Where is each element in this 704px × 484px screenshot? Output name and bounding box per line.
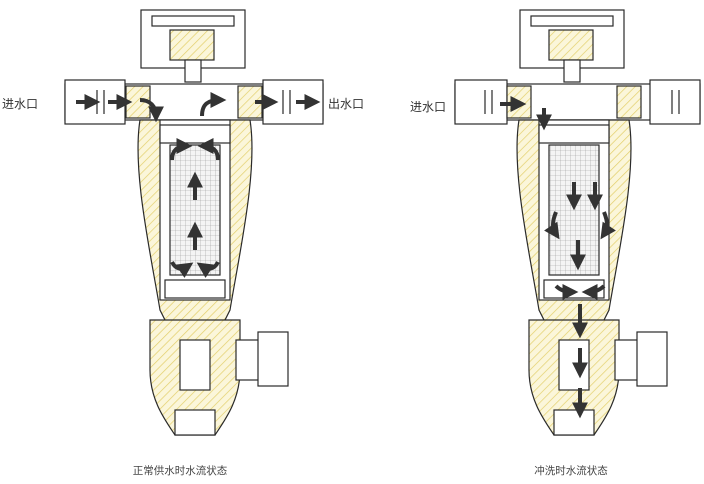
flow-arrows-normal — [76, 92, 321, 278]
drain-valve — [149, 319, 289, 436]
inlet-label-right: 进水口 — [410, 100, 447, 114]
outlet-label-left: 出水口 — [328, 97, 365, 111]
filter-diagram-normal — [64, 9, 324, 436]
main-pipe — [454, 79, 701, 125]
caption-normal: 正常供水时水流状态 — [132, 465, 228, 477]
filter-bowl — [516, 119, 632, 331]
top-cap — [519, 9, 625, 83]
inlet-label-left: 进水口 — [2, 97, 39, 111]
caption-flushing: 冲洗时水流状态 — [534, 465, 608, 477]
main-pipe — [64, 79, 324, 125]
flow-arrows-flushing — [500, 96, 616, 419]
drain-valve — [528, 319, 668, 436]
filter-bowl — [137, 119, 253, 331]
filter-diagram-flushing — [454, 9, 701, 436]
top-cap — [140, 9, 246, 83]
